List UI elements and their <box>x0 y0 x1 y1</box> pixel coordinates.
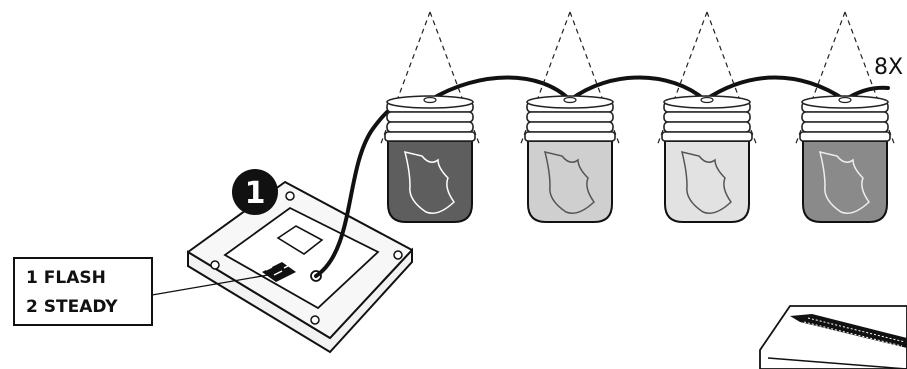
jar-2 <box>519 11 621 223</box>
mode-steady-label: 2 STEADY <box>26 297 118 317</box>
jar-4 <box>794 11 896 223</box>
solar-panel <box>759 305 907 369</box>
jar-3 <box>656 11 758 223</box>
control-box <box>187 181 413 354</box>
mode-label-box: 1 FLASH 2 STEADY <box>13 257 153 326</box>
jar-1 <box>379 11 481 223</box>
mode-flash-label: 1 FLASH <box>26 268 106 288</box>
mode-switch[interactable] <box>262 262 296 282</box>
leader-line <box>151 274 269 296</box>
jar-count-label: 8X <box>874 55 903 80</box>
step-badge: 1 <box>232 169 278 215</box>
step-number: 1 <box>245 176 266 211</box>
